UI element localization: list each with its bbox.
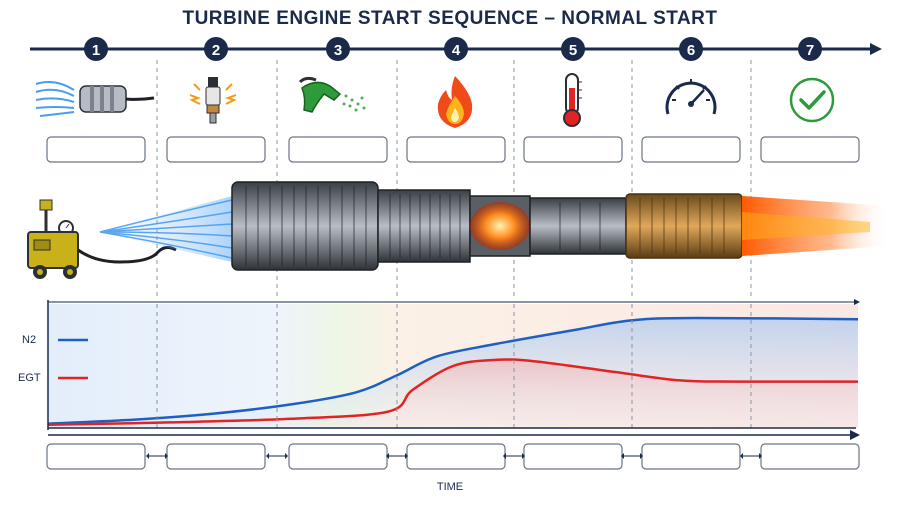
- step-marker-7: 7: [798, 37, 822, 61]
- step-circle: [561, 37, 585, 61]
- ground-air-starter-cart: [27, 199, 177, 279]
- series-fill-egt: [48, 359, 858, 426]
- step-circle: [444, 37, 468, 61]
- step-label-box-top-2: [166, 136, 266, 163]
- step-circle: [84, 37, 108, 61]
- legend-n2-label: N2: [22, 334, 37, 346]
- step-label-box-top-5: [523, 136, 623, 163]
- step-number: 1: [92, 42, 100, 59]
- series-line-n2: [47, 316, 859, 425]
- step-label-boxes-bottom: [46, 443, 860, 470]
- box-connector-3: [386, 453, 408, 459]
- step-label-box-top-1: [46, 136, 146, 163]
- legend-egt-label: EGT: [18, 372, 41, 384]
- step-label-box-bottom-2: [166, 443, 266, 470]
- step-label-boxes-top: [46, 136, 860, 163]
- box-connector-4: [503, 453, 525, 459]
- step-label-box-bottom-3: [288, 443, 388, 470]
- legend: [58, 338, 88, 380]
- step-marker-2: 2: [204, 37, 228, 61]
- series-line-egt: [47, 358, 859, 427]
- step-number: 6: [687, 42, 695, 59]
- box-connector-1: [146, 453, 168, 459]
- step-marker-6: 6: [679, 37, 703, 61]
- box-connector-2: [266, 453, 288, 459]
- chart-fill-areas: [48, 317, 858, 426]
- step-label-box-top-7: [760, 136, 860, 163]
- step-label-box-bottom-4: [406, 443, 506, 470]
- step-label-box-top-4: [406, 136, 506, 163]
- step-number: 3: [334, 42, 342, 59]
- exhaust-plume: [742, 196, 890, 256]
- gauge-icon: [665, 79, 717, 115]
- checkmark-icon: [789, 77, 835, 123]
- step-label-box-bottom-1: [46, 443, 146, 470]
- step-marker-4: 4: [444, 37, 468, 61]
- step-number: 7: [806, 42, 814, 59]
- fuel-nozzle-icon: [298, 76, 366, 113]
- step-marker-3: 3: [326, 37, 350, 61]
- chart-x-axis: [48, 427, 860, 440]
- step-label-box-top-3: [288, 136, 388, 163]
- chart-top-arrow: [48, 299, 860, 305]
- box-connector-6: [740, 453, 762, 459]
- spark-plug-icon: [189, 77, 237, 124]
- x-axis-label: TIME: [436, 481, 464, 493]
- intake-airflow: [99, 196, 233, 262]
- step-circle: [679, 37, 703, 61]
- step-label-box-bottom-6: [641, 443, 741, 470]
- step-label-box-bottom-7: [760, 443, 860, 470]
- step-number: 2: [212, 42, 220, 59]
- chart-series-lines: [47, 316, 859, 427]
- thermometer-icon: [563, 73, 582, 127]
- diagram-title: TURBINE ENGINE START SEQUENCE – NORMAL S…: [182, 8, 718, 29]
- step-number: 5: [569, 42, 577, 59]
- step-marker-5: 5: [561, 37, 585, 61]
- step-circle: [204, 37, 228, 61]
- step-circle: [798, 37, 822, 61]
- air-starter-icon: [35, 81, 155, 117]
- step-number: 4: [452, 42, 461, 59]
- turbine-engine-cutaway: [231, 181, 743, 271]
- step-circle: [326, 37, 350, 61]
- step-marker-1: 1: [84, 37, 108, 61]
- flame-icon: [437, 76, 473, 128]
- step-label-box-top-6: [641, 136, 741, 163]
- step-label-box-bottom-5: [523, 443, 623, 470]
- step-markers: 1 2 3 4 5 6 7: [84, 37, 822, 61]
- box-connector-5: [621, 453, 643, 459]
